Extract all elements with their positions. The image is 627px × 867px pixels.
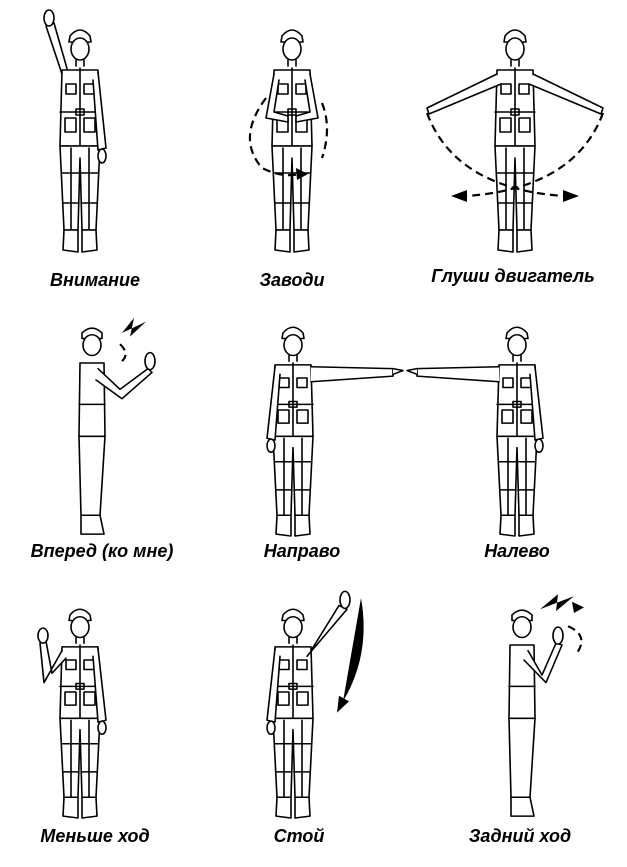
- signal-label: Направо: [263, 541, 341, 561]
- figure-right: [266, 326, 404, 537]
- figure-slow-down: [37, 608, 107, 819]
- figure-left: [406, 326, 544, 537]
- figure-stop: [266, 590, 364, 819]
- figure-stop-engine: [425, 29, 605, 253]
- figure-attention: [43, 9, 107, 253]
- signal-label: Налево: [484, 541, 550, 561]
- signal-label: Вперед (ко мне): [30, 541, 174, 561]
- figure-start-engine: [248, 29, 329, 253]
- signal-label: Задний ход: [468, 826, 572, 846]
- signal-label: Заводи: [259, 270, 325, 290]
- figure-reverse: [508, 594, 584, 817]
- signal-label: Внимание: [49, 270, 141, 290]
- signal-label: Стой: [273, 826, 325, 846]
- signal-label: Меньше ход: [40, 826, 150, 846]
- signal-label: Глуши двигатель: [431, 266, 595, 286]
- figure-forward: [78, 317, 156, 535]
